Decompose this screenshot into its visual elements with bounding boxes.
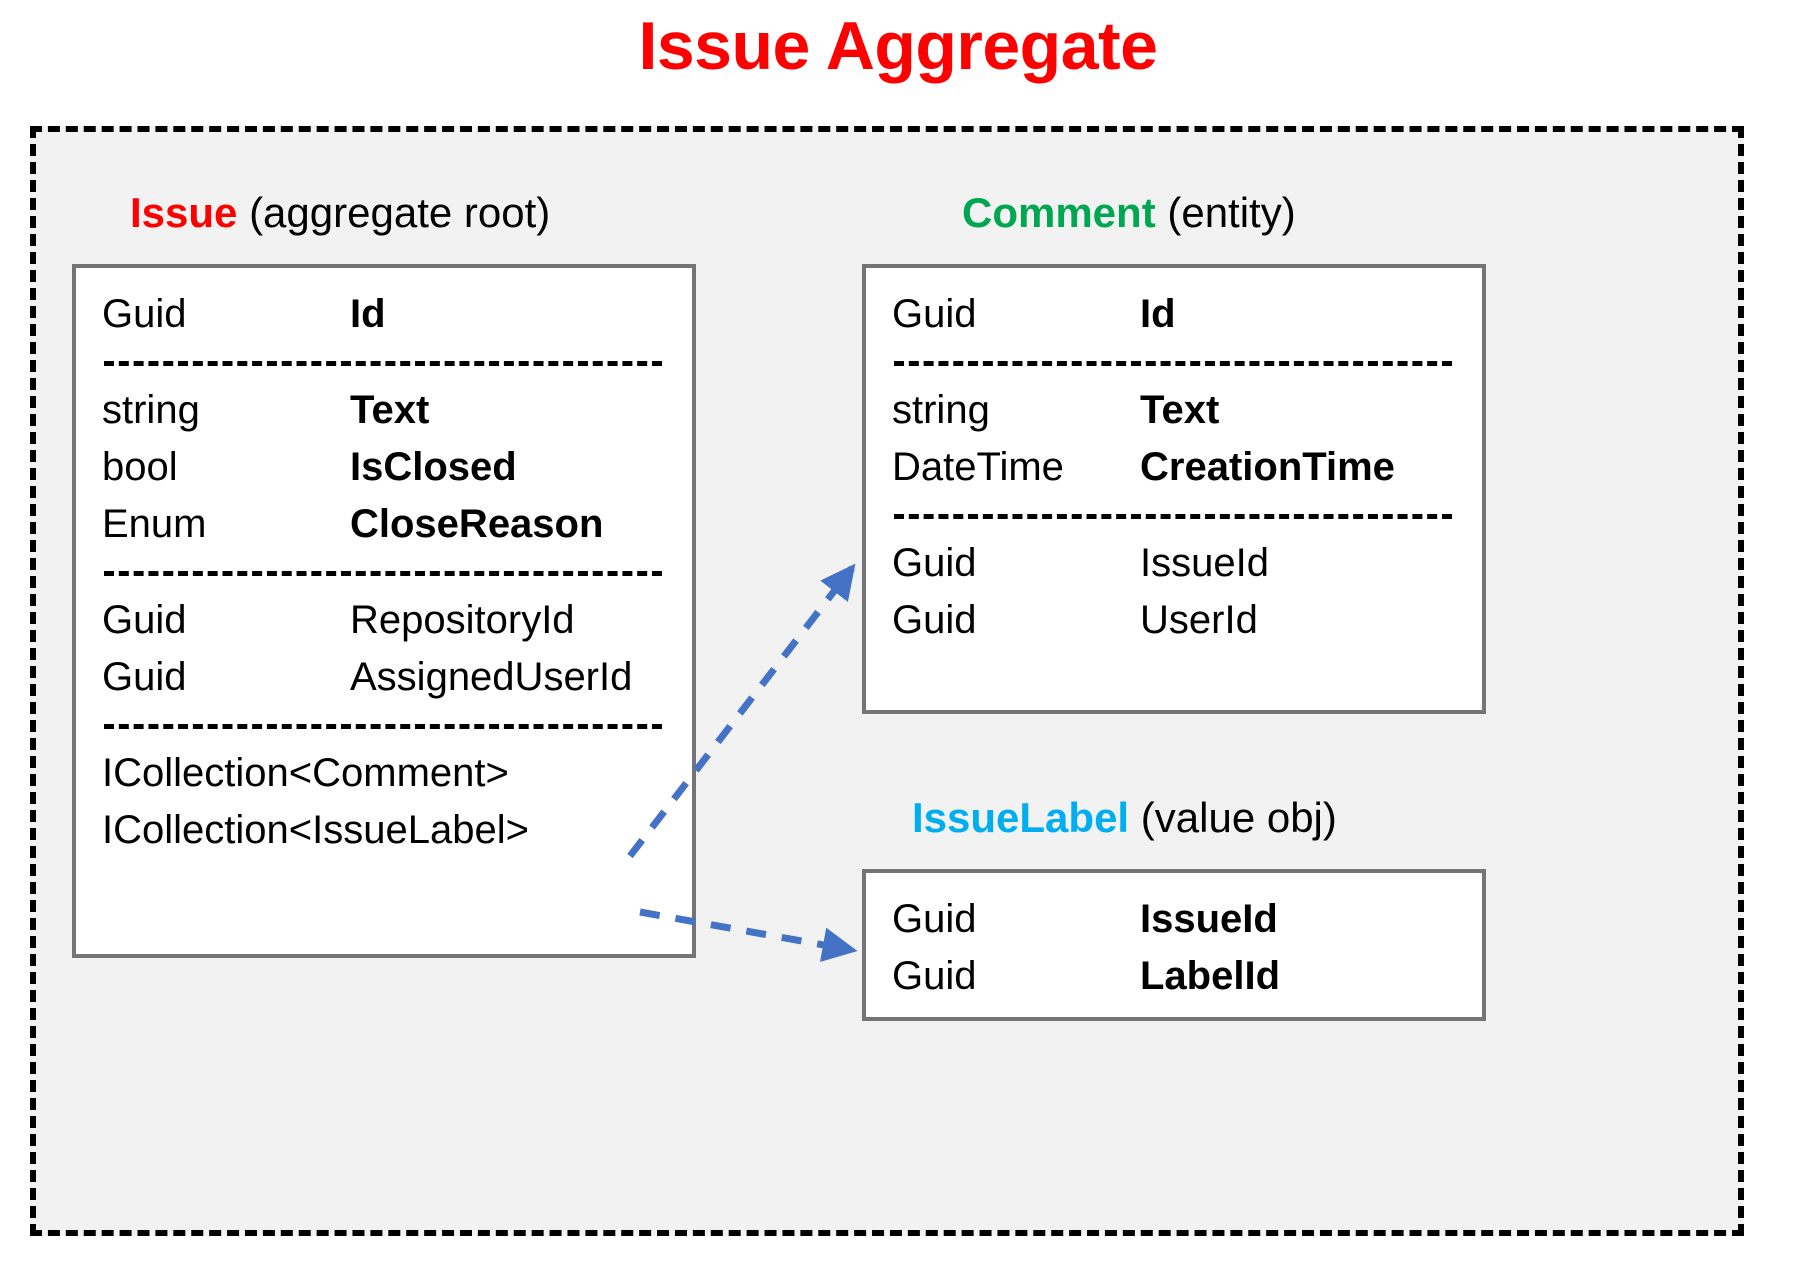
field-type: Guid (102, 292, 187, 336)
field-type: DateTime (892, 445, 1064, 489)
field-row: Enum CloseReason (102, 496, 666, 553)
field-type: ICollection<Comment> (102, 751, 509, 795)
field-row: bool IsClosed (102, 439, 666, 496)
field-row: Guid IssueId (892, 891, 1456, 948)
entity-kind-issuelabel: (value obj) (1129, 794, 1337, 841)
field-row: Guid RepositoryId (102, 592, 666, 649)
field-name: UserId (1140, 598, 1258, 642)
field-name: IssueId (1140, 897, 1278, 941)
field-row: Guid AssignedUserId (102, 649, 666, 706)
field-name: LabelId (1140, 954, 1281, 998)
field-row-collection-comment: ICollection<Comment> (102, 745, 666, 802)
field-row: DateTime CreationTime (892, 439, 1456, 496)
field-separator (104, 724, 662, 729)
field-row: Guid Id (892, 286, 1456, 343)
field-name: RepositoryId (350, 598, 575, 642)
field-separator (894, 514, 1452, 519)
entity-kind-issue: (aggregate root) (237, 189, 551, 236)
page-title: Issue Aggregate (638, 8, 1158, 84)
field-name: Text (1140, 388, 1220, 432)
field-type: string (892, 388, 990, 432)
field-name: Id (1140, 292, 1176, 336)
entity-name-comment: Comment (962, 189, 1156, 236)
field-row: string Text (102, 382, 666, 439)
entity-header-comment: Comment (entity) (962, 192, 1296, 234)
field-name: IsClosed (350, 445, 517, 489)
field-type: Guid (102, 598, 187, 642)
field-name: IssueId (1140, 541, 1269, 585)
entity-header-issue: Issue (aggregate root) (130, 192, 550, 234)
field-type: bool (102, 445, 178, 489)
entity-header-issuelabel: IssueLabel (value obj) (912, 797, 1337, 839)
entity-kind-comment: (entity) (1155, 189, 1296, 236)
field-type: Guid (892, 954, 977, 998)
field-name: AssignedUserId (350, 655, 633, 699)
entity-box-issue: Guid Id string Text bool IsClosed Enum C… (72, 264, 696, 958)
field-row: Guid IssueId (892, 535, 1456, 592)
field-type: Enum (102, 502, 207, 546)
field-type: ICollection<IssueLabel> (102, 808, 529, 852)
field-type: Guid (892, 541, 977, 585)
field-name: Id (350, 292, 386, 336)
entity-box-issuelabel: Guid IssueId Guid LabelId (862, 869, 1486, 1021)
entity-name-issue: Issue (130, 189, 238, 236)
field-type: Guid (892, 897, 977, 941)
field-row: Guid LabelId (892, 948, 1456, 1005)
entity-box-comment: Guid Id string Text DateTime CreationTim… (862, 264, 1486, 714)
field-row: Guid Id (102, 286, 666, 343)
field-name: CloseReason (350, 502, 604, 546)
field-type: string (102, 388, 200, 432)
field-type: Guid (892, 292, 977, 336)
field-row: Guid UserId (892, 592, 1456, 649)
field-name: CreationTime (1140, 445, 1395, 489)
field-separator (104, 571, 662, 576)
field-type: Guid (102, 655, 187, 699)
field-row-collection-issuelabel: ICollection<IssueLabel> (102, 802, 666, 859)
field-name: Text (350, 388, 430, 432)
field-row: string Text (892, 382, 1456, 439)
field-type: Guid (892, 598, 977, 642)
entity-name-issuelabel: IssueLabel (912, 794, 1130, 841)
field-separator (104, 361, 662, 366)
field-separator (894, 361, 1452, 366)
